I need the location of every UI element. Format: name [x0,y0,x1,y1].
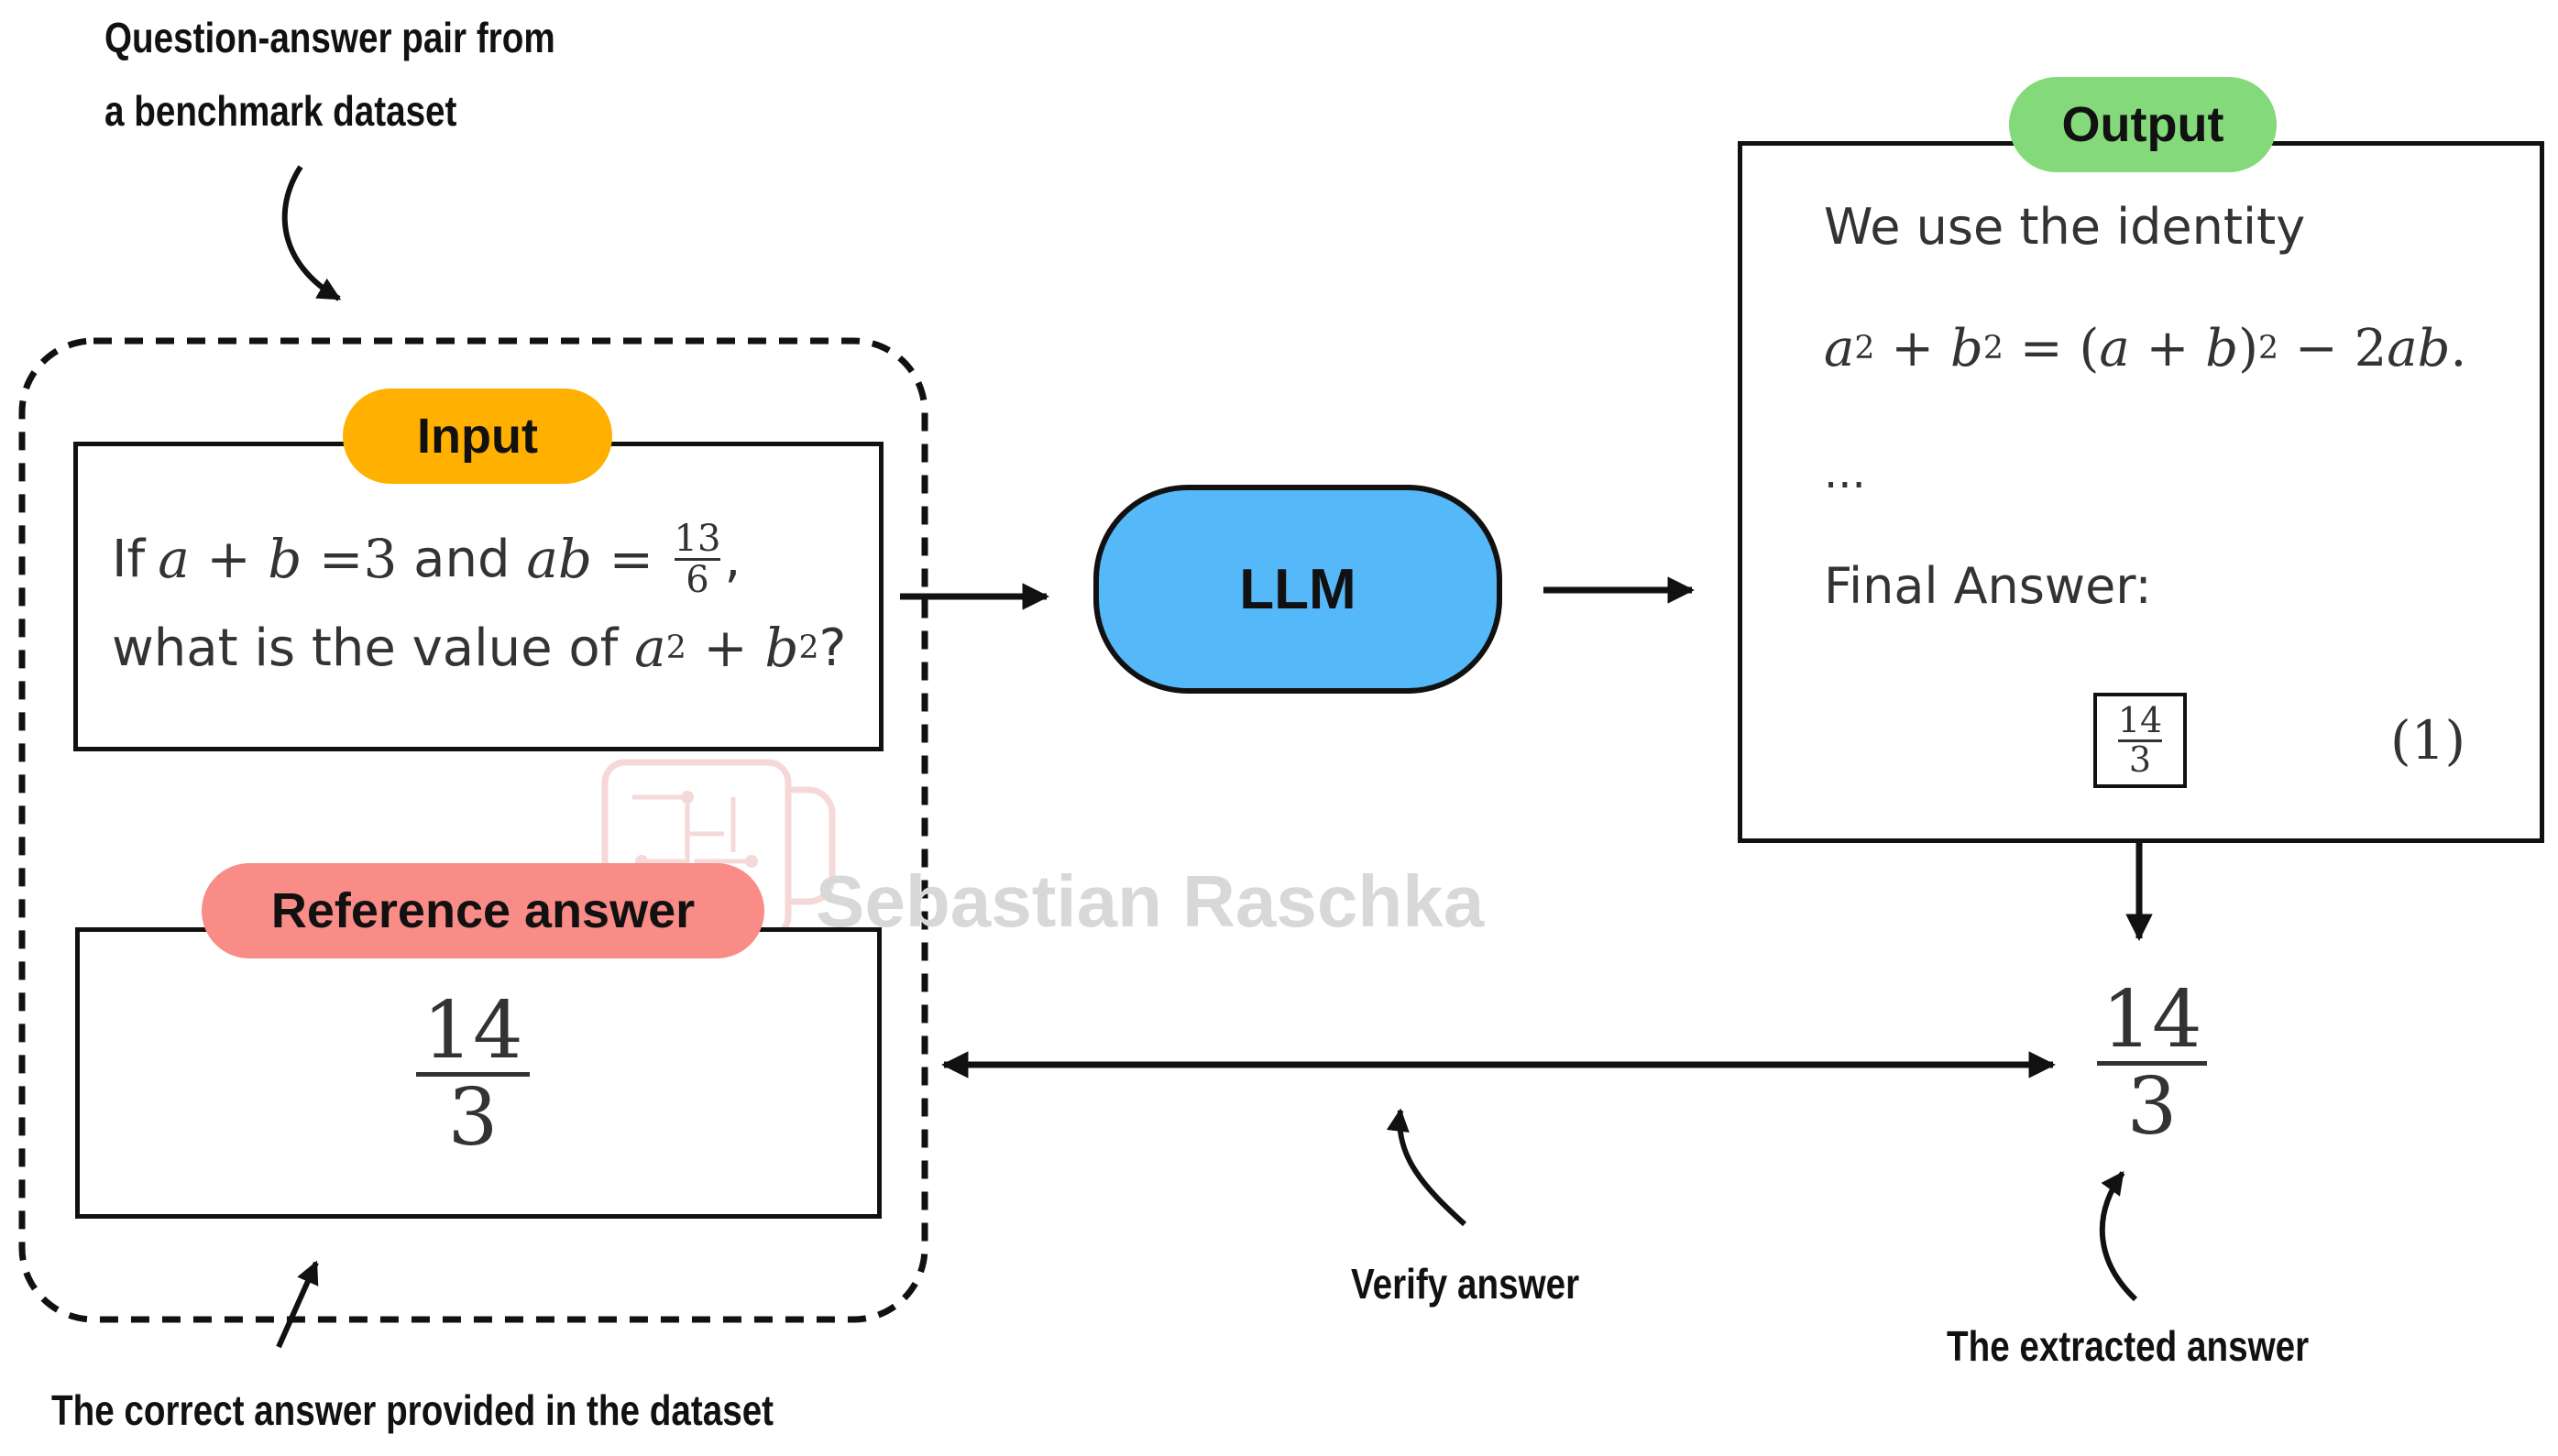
input-comma: , [724,529,741,589]
extracted-answer-label: The extracted answer [1947,1322,2310,1370]
input-frac-numerator: 13 [674,517,721,560]
input-line2-a: a [634,617,666,679]
input-and: and [397,529,527,589]
output-boxed-denominator: 3 [2128,739,2152,780]
input-pill: Input [343,389,612,484]
output-box [1738,141,2544,843]
verify-label: Verify answer [1351,1260,1580,1308]
output-intro: We use the identity [1824,198,2306,256]
extracted-pointer-arrow [2099,1170,2138,1302]
reference-pill: Reference answer [202,863,764,958]
input-line2-q: ? [818,618,847,678]
watermark-text: Sebastian Raschka [816,860,1485,942]
output-id-a2: a [2099,318,2130,378]
input-if: If [112,529,146,589]
output-boxed-numerator: 14 [2117,699,2163,740]
output-id-plus: + [1874,318,1951,378]
dataset-group-border [18,337,928,1323]
verify-pointer-arrow [1386,1108,1467,1227]
input-frac-denominator: 6 [686,558,709,601]
extracted-frac-numerator: 14 [2102,974,2202,1066]
extracted-fraction: 14 3 [2097,979,2207,1149]
reference-fraction: 14 3 [416,990,530,1160]
benchmark-pointer-arrow [281,165,342,301]
output-id-minus: − 2 [2278,318,2388,378]
benchmark-label-line1: Question-answer pair from [104,14,555,61]
correct-answer-label: The correct answer provided in the datas… [51,1386,774,1434]
output-id-b2: b [2205,318,2239,378]
input-ab: ab [526,528,593,590]
input-three: 3 [363,528,398,590]
input-eq1: a + b = [158,528,364,590]
input-fraction: 13 6 [674,517,721,601]
input-equals: = [592,528,671,590]
output-id-plus2: + [2129,318,2206,378]
output-boxed-answer: 14 3 [2093,693,2187,788]
benchmark-label-line2: a benchmark dataset [104,87,457,135]
output-final-answer: Final Answer: [1824,557,2152,615]
output-ellipsis: ... [1824,447,1866,498]
reference-frac-numerator: 14 [423,985,523,1077]
input-box [73,442,884,751]
correct-answer-pointer-arrow [276,1260,319,1349]
input-question-line1: If a + b = 3 and ab = 13 6 , [112,515,741,603]
output-pill: Output [2009,77,2277,172]
output-id-b: b [1950,318,1983,378]
llm-label: LLM [1239,557,1356,621]
llm-shape [1093,485,1502,694]
reference-frac-denominator: 3 [447,1072,499,1165]
input-line2-plus: + [686,617,765,679]
extracted-frac-denominator: 3 [2126,1061,2178,1154]
output-id-close: ) [2238,318,2258,378]
output-id-ab-term: ab [2387,318,2451,378]
input-line2-text: what is the value of [112,618,635,678]
output-id-eq: = ( [2003,318,2100,378]
output-id-a: a [1824,318,1855,378]
output-id-end: . [2450,318,2467,378]
input-line2-b: b [764,617,799,679]
output-equation-number: (1) [2390,709,2466,772]
